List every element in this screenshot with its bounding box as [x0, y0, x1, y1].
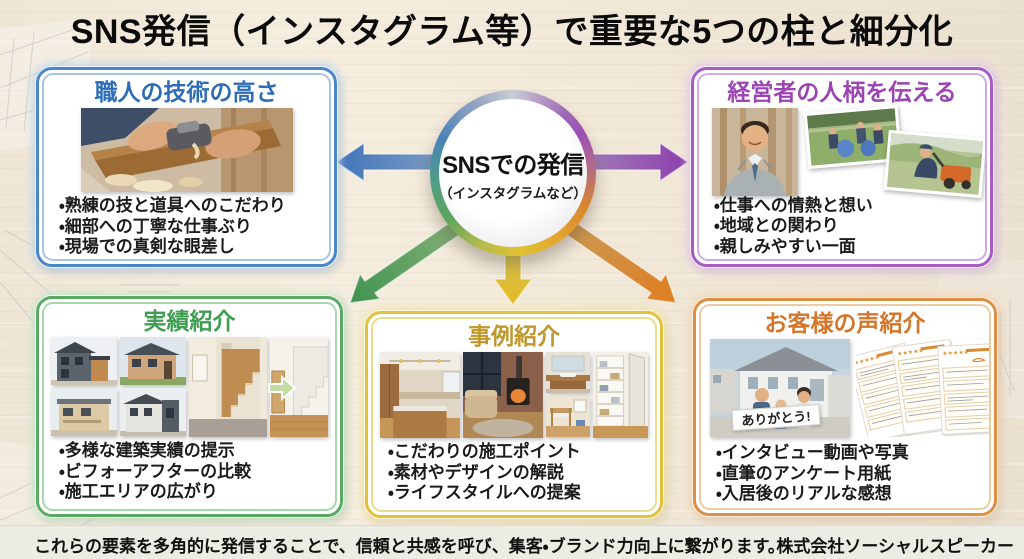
stairs-after-photo [269, 337, 328, 438]
bullet-item: ・インタビュー動画や写真 [716, 443, 909, 463]
card-owner-inner: 経営者の人柄を伝える [697, 73, 987, 261]
kids-room-photo [545, 396, 590, 438]
svg-text:★★★★★: ★★★★★ [942, 349, 969, 357]
bullet-item: ・地域との関わり [714, 216, 839, 236]
card-owner-personality: 経営者の人柄を伝える [691, 67, 993, 267]
wood-planing-photo [80, 108, 293, 193]
voice-photos: ありがとう! ★★★★★ ★★★★★ [708, 339, 989, 439]
sns-hub-inner: SNSでの発信 （インスタグラムなど） [439, 99, 587, 247]
card-owner-title: 経営者の人柄を伝える [727, 79, 957, 105]
bullet-item: ・細部への丁寧な仕事ぶり [59, 216, 252, 236]
card-cases-inner: 事例紹介 [371, 317, 657, 512]
owner-bullets: ・仕事への情熱と想い ・地域との関わり ・親しみやすい一面 [706, 196, 978, 257]
kitchen-photo [380, 352, 460, 439]
card-craftsmanship-inner: 職人の技術の高さ [42, 73, 331, 261]
house-photo-3 [51, 388, 117, 437]
bullet-item: ・熟練の技と道具へのこだわり [59, 196, 286, 216]
bullet-item: ・直筆のアンケート用紙 [716, 463, 892, 483]
cases-photos [380, 352, 648, 439]
survey-sheet: ★★★★★ [937, 343, 989, 437]
house-photo-1 [51, 337, 117, 386]
footer-message: これらの要素を多角的に発信することで、信頼と共感を呼び、集客・ブランド力向上に繋… [34, 537, 785, 556]
results-bullets: ・多様な建築実績の提示 ・ビフォーアフターの比較 ・施工エリアの広がり [51, 441, 328, 502]
bullet-item: ・現場での真剣な眼差し [59, 237, 235, 257]
bathroom-photo [545, 352, 590, 394]
card-cases: 事例紹介 [365, 311, 663, 518]
card-craftsmanship-title: 職人の技術の高さ [94, 79, 279, 105]
card-results-title: 実績紹介 [143, 308, 236, 334]
results-photos [51, 337, 328, 438]
house-photo-2 [120, 337, 186, 386]
craftsmanship-bullets: ・熟練の技と道具へのこだわり ・細部への丁寧な仕事ぶり ・現場での真剣な眼差し [51, 196, 322, 257]
cases-bullets: ・こだわりの施工ポイント ・素材やデザインの解説 ・ライフスタイルへの提案 [380, 442, 648, 503]
footer-band: これらの要素を多角的に発信することで、信頼と共感を呼び、集客・ブランド力向上に繋… [0, 525, 1024, 559]
card-customer-voice: お客様の声紹介 ありがとう! [693, 298, 997, 516]
bullet-item: ・入居後のリアルな感想 [716, 484, 892, 504]
hub-title: SNSでの発信 [442, 151, 584, 179]
bullet-item: ・多様な建築実績の提示 [59, 441, 235, 461]
bullet-item: ・こだわりの施工ポイント [388, 442, 581, 462]
card-cases-title: 事例紹介 [468, 323, 560, 349]
card-results-inner: 実績紹介 [42, 302, 337, 511]
bullet-item: ・親しみやすい一面 [714, 236, 856, 256]
owner-photos [706, 105, 985, 199]
page-title: SNS発信（インスタグラム等）で重要な5つの柱と細分化 [70, 13, 954, 51]
community-cleanup-photo [803, 105, 903, 170]
bullet-item: ・仕事への情熱と想い [714, 195, 873, 215]
bullet-item: ・ビフォーアフターの比較 [59, 461, 252, 481]
owner-portrait-photo [712, 108, 798, 197]
svg-text:★★★★★: ★★★★★ [897, 348, 925, 359]
owner-machine-photo [883, 130, 985, 199]
survey-sheets: ★★★★★ ★★★★★ ★★★★★ [856, 339, 989, 438]
house-photo-grid [51, 337, 186, 437]
closet-photo [592, 352, 648, 439]
stairs-before-photo [189, 337, 267, 438]
living-room-fireplace-photo [462, 352, 543, 439]
bullet-item: ・施工エリアの広がり [59, 482, 218, 502]
sns-hub-circle: SNSでの発信 （インスタグラムなど） [430, 90, 596, 256]
card-voice-title: お客様の声紹介 [764, 310, 926, 336]
card-voice-inner: お客様の声紹介 ありがとう! [699, 304, 991, 510]
hub-subtitle: （インスタグラムなど） [439, 185, 587, 201]
before-after-arrow-icon [268, 375, 297, 402]
cases-small-column [545, 352, 590, 438]
house-photo-4 [120, 388, 186, 437]
bullet-item: ・素材やデザインの解説 [388, 462, 564, 482]
voice-bullets: ・インタビュー動画や写真 ・直筆のアンケート用紙 ・入居後のリアルな感想 [708, 443, 982, 504]
craftsmanship-photos [51, 108, 322, 193]
card-results: 実績紹介 [36, 296, 343, 517]
bullet-item: ・ライフスタイルへの提案 [388, 483, 581, 503]
card-craftsmanship: 職人の技術の高さ [36, 67, 337, 267]
company-name: 株式会社ソーシャルスピーカー [776, 537, 1014, 556]
